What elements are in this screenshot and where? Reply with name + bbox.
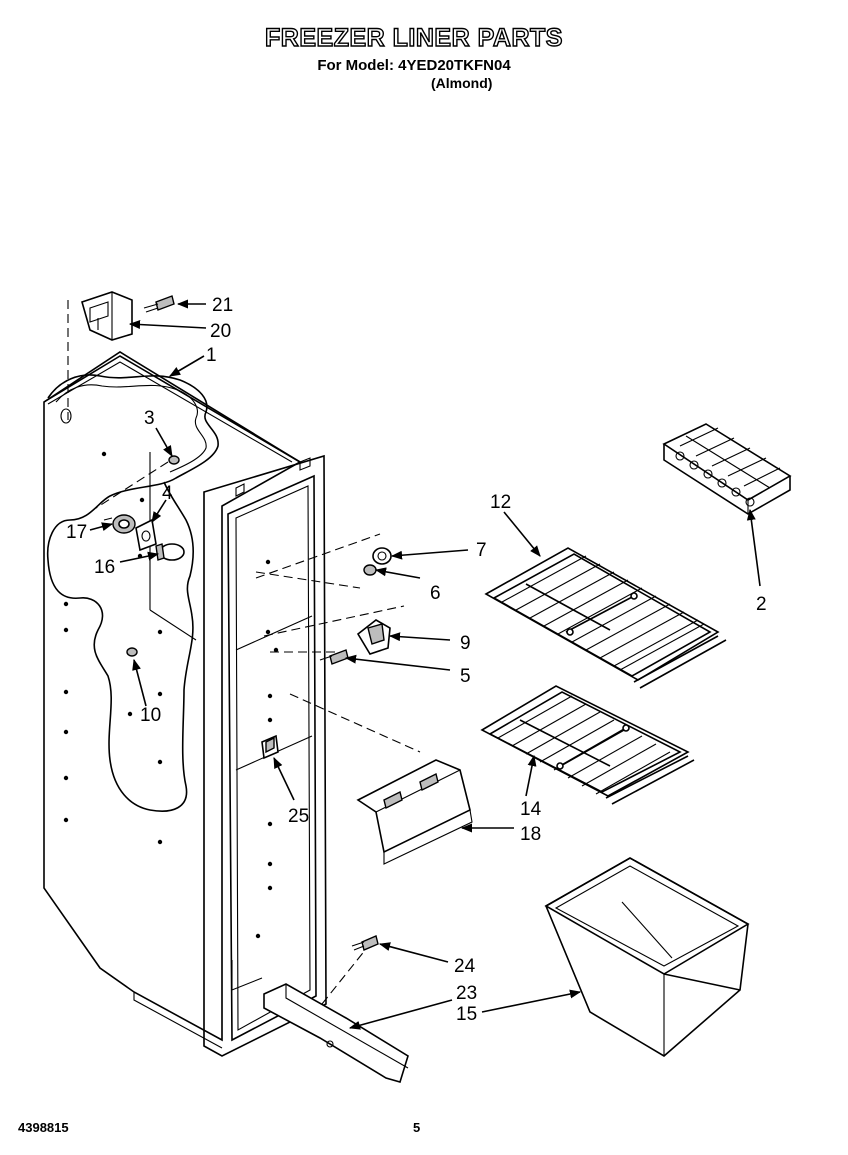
callout-20: 20 xyxy=(210,321,231,342)
liner-holes xyxy=(63,451,279,939)
assembly-lines xyxy=(67,300,421,1005)
leader-arrows xyxy=(89,299,761,1030)
callout-18: 18 xyxy=(520,824,541,845)
callout-17: 17 xyxy=(66,522,87,543)
model-color: (Almond) xyxy=(431,75,493,91)
callout-5: 5 xyxy=(460,666,471,687)
callout-7: 7 xyxy=(476,540,487,561)
callout-12: 12 xyxy=(490,492,511,513)
ice-tray-part-2 xyxy=(662,423,792,515)
screw-part-24 xyxy=(351,935,379,951)
wire-shelf-part-12 xyxy=(484,547,727,689)
shelf-bracket-part-9 xyxy=(356,619,391,655)
callout-3: 3 xyxy=(144,408,155,429)
callout-25: 25 xyxy=(288,806,309,827)
light-shield-part-4 xyxy=(135,518,157,552)
screw-part-3 xyxy=(168,455,180,465)
callout-10: 10 xyxy=(140,705,161,726)
socket-part-17 xyxy=(103,514,136,534)
callout-1: 1 xyxy=(206,345,217,366)
screw-part-21 xyxy=(143,295,175,313)
freezer-liner xyxy=(43,351,327,1057)
pan-part-15 xyxy=(544,857,750,1057)
callout-labels: 21 20 1 3 4 17 16 10 25 7 6 9 5 12 2 14 … xyxy=(66,295,767,1025)
light-bulb-part-16 xyxy=(155,543,185,561)
page-number: 5 xyxy=(413,1120,421,1135)
diagram-title: FREEZER LINER PARTS xyxy=(264,23,563,52)
document-number: 4398815 xyxy=(18,1120,69,1135)
callout-16: 16 xyxy=(94,557,115,578)
wire-shelf-part-14 xyxy=(480,685,695,805)
callout-2: 2 xyxy=(756,594,767,615)
switch-part-25 xyxy=(261,734,279,760)
grommet-part-7 xyxy=(372,547,392,565)
callout-21: 21 xyxy=(212,295,233,316)
callout-15: 15 xyxy=(456,1004,477,1025)
bracket-part-20 xyxy=(81,291,133,341)
callout-9: 9 xyxy=(460,633,471,654)
screw-part-10 xyxy=(126,647,138,657)
shelf-rail-part-18 xyxy=(356,759,473,865)
callout-24: 24 xyxy=(454,956,476,977)
model-number: For Model: 4YED20TKFN04 xyxy=(317,57,511,74)
callout-6: 6 xyxy=(430,583,441,604)
callout-4: 4 xyxy=(162,483,173,504)
callout-23: 23 xyxy=(456,983,477,1004)
screw-part-6 xyxy=(363,564,377,576)
callout-14: 14 xyxy=(520,799,542,820)
bracket-part-23 xyxy=(263,983,409,1083)
